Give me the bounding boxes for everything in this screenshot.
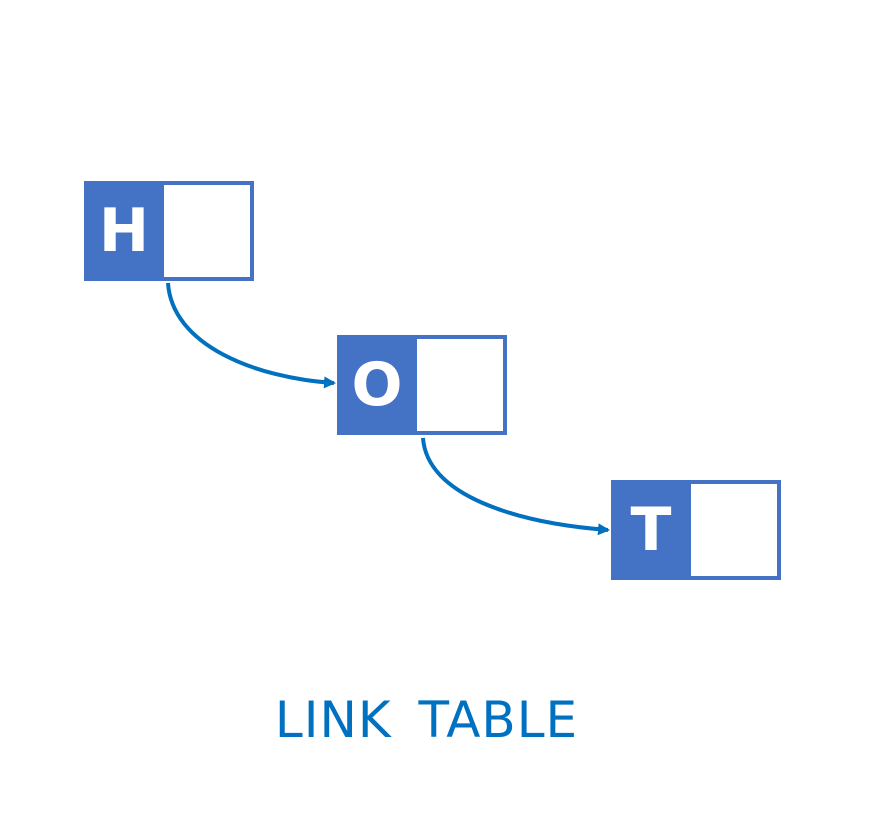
node-value-cell: T [611,480,691,580]
list-node-t: T [611,480,781,580]
node-pointer-cell [164,185,250,277]
node-value-cell: H [84,181,164,281]
list-node-o: O [337,335,507,435]
node-pointer-cell [691,484,777,576]
node-pointer-cell [417,339,503,431]
arrow-o-to-t [421,437,610,536]
node-value-cell: O [337,335,417,435]
diagram-caption: LINK TABLE [274,691,579,749]
arrow-h-to-o [166,282,336,389]
list-node-h: H [84,181,254,281]
